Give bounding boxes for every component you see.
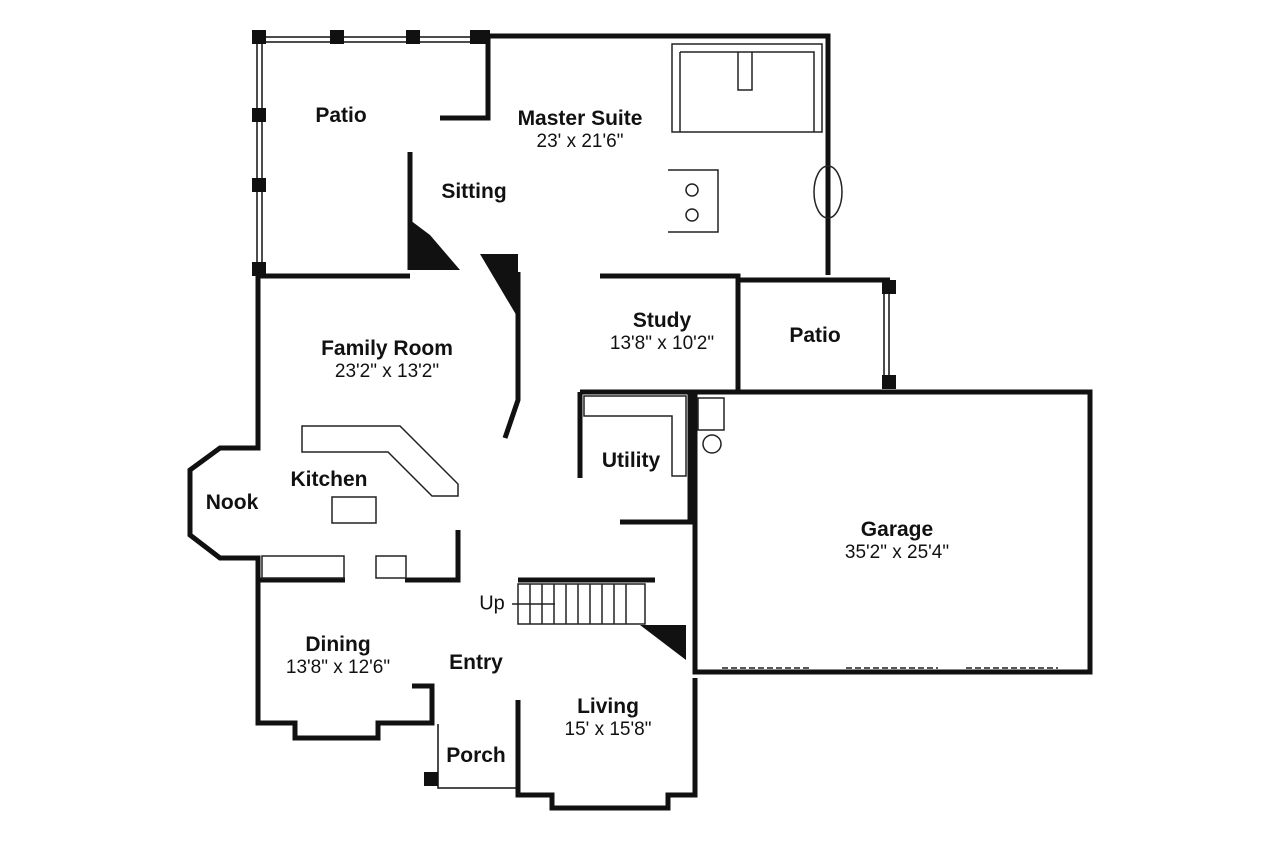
room-name: Patio	[789, 323, 841, 347]
fixtures	[261, 43, 1058, 669]
room-nook: Nook	[206, 491, 259, 515]
room-family: Family Room 23'2" x 13'2"	[321, 337, 453, 383]
room-name: Family Room	[321, 337, 453, 361]
fireplaces	[410, 220, 686, 660]
room-name: Patio	[315, 103, 367, 127]
room-name: Garage	[860, 518, 934, 542]
room-dining: Dining 13'8" x 12'6"	[286, 633, 390, 679]
room-dimensions: 13'8" x 10'2"	[609, 333, 715, 355]
room-name: Living	[577, 695, 639, 719]
room-dimensions: 35'2" x 25'4"	[844, 542, 950, 564]
room-patio-nw: Patio	[315, 104, 366, 128]
room-utility: Utility	[602, 449, 660, 473]
room-name: Utility	[601, 448, 661, 472]
room-dimensions: 15' x 15'8"	[564, 719, 652, 741]
room-garage: Garage 35'2" x 25'4"	[845, 518, 949, 564]
room-name: Kitchen	[290, 467, 368, 491]
room-name: Dining	[305, 633, 371, 657]
room-master-suite: Master Suite 23' x 21'6"	[518, 107, 643, 153]
room-dimensions: 23' x 21'6"	[536, 131, 624, 153]
room-name: Study	[632, 309, 692, 333]
room-sitting: Sitting	[441, 180, 506, 204]
exterior-walls	[187, 33, 1093, 811]
room-name: Nook	[205, 490, 259, 514]
room-living: Living 15' x 15'8"	[565, 695, 652, 741]
room-name: Porch	[446, 743, 506, 767]
room-kitchen: Kitchen	[290, 468, 367, 492]
patio-railings	[256, 36, 890, 789]
room-dimensions: 23'2" x 13'2"	[334, 361, 440, 383]
room-patio-east: Patio	[789, 324, 840, 348]
room-name: Sitting	[441, 179, 507, 203]
room-study: Study 13'8" x 10'2"	[610, 309, 714, 355]
stairs-up-label: Up	[479, 592, 505, 615]
room-dimensions: 13'8" x 12'6"	[285, 657, 391, 679]
room-name: Master Suite	[517, 107, 643, 131]
room-name: Entry	[449, 650, 503, 674]
room-entry: Entry	[449, 651, 503, 675]
room-porch: Porch	[446, 744, 506, 768]
